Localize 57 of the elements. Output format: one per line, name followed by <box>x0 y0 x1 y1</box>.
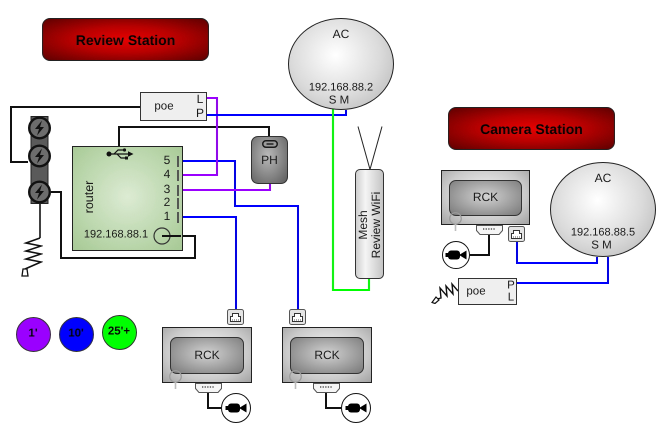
port-number: 1 <box>164 210 170 224</box>
port-number: 4 <box>164 168 170 182</box>
port-number: 2 <box>164 196 170 210</box>
ip-address: 192.168.88.1 <box>84 228 148 242</box>
device-label: Mesh Review WiFi <box>356 190 382 260</box>
cable <box>325 393 341 409</box>
legend-label: 10' <box>68 327 84 341</box>
cable <box>332 109 370 291</box>
cable <box>207 110 347 116</box>
legend-label: 25'+ <box>108 325 130 339</box>
rck-device <box>282 327 372 383</box>
cable <box>183 216 237 309</box>
cable <box>183 160 299 309</box>
cable <box>51 191 196 259</box>
rck-device <box>441 170 530 225</box>
poe-box <box>140 92 207 121</box>
port-number: 3 <box>164 183 170 197</box>
device-label: RCK <box>194 348 220 362</box>
port-number: 5 <box>164 154 170 168</box>
device-label: RCK <box>314 348 340 362</box>
port-label: L <box>508 290 514 304</box>
banner-title: Review Station <box>76 31 176 48</box>
camera-circle <box>442 241 470 269</box>
cable <box>207 393 221 409</box>
cable <box>118 126 270 146</box>
device-label: AC <box>594 172 612 186</box>
legend-label: 1' <box>28 327 38 341</box>
cable <box>10 106 140 163</box>
station-banner <box>448 107 615 150</box>
mesh-wifi-device <box>355 169 384 279</box>
router-box <box>72 146 183 251</box>
port-labels: S M <box>591 239 612 253</box>
poe-box <box>458 278 517 305</box>
power-strip <box>28 116 51 204</box>
station-banner <box>42 18 209 61</box>
cable <box>517 257 609 284</box>
port-labels: S M <box>328 94 350 108</box>
ip-address: 192.168.88.2 <box>308 82 374 94</box>
device-label: PH <box>261 154 278 168</box>
rck-device <box>162 327 252 383</box>
port-label: L <box>196 93 204 107</box>
port-label: P <box>507 279 515 292</box>
ph-device <box>251 136 288 184</box>
device-label: router <box>82 180 96 214</box>
cable <box>470 235 490 256</box>
camera-circle <box>341 393 371 423</box>
banner-title: Camera Station <box>480 120 583 137</box>
cable <box>183 184 271 191</box>
cable <box>183 97 218 176</box>
cable <box>516 242 598 264</box>
device-label: RCK <box>472 191 498 205</box>
ip-address: 192.168.88.5 <box>570 226 636 240</box>
device-label: AC <box>332 28 350 42</box>
camera-circle <box>221 393 251 423</box>
port-label: P <box>196 106 204 120</box>
device-label: poe <box>154 100 174 114</box>
device-label: poe <box>466 285 486 299</box>
